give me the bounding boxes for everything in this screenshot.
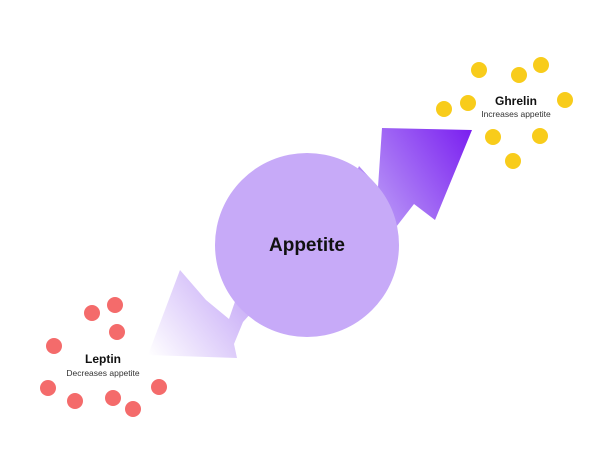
leptin-dot xyxy=(125,401,141,417)
leptin-dots xyxy=(40,297,167,417)
ghrelin-dot xyxy=(471,62,487,78)
ghrelin-dots xyxy=(436,57,573,169)
ghrelin-dot xyxy=(557,92,573,108)
leptin-dot xyxy=(46,338,62,354)
leptin-dot xyxy=(84,305,100,321)
leptin-dot xyxy=(151,379,167,395)
ghrelin-dot xyxy=(505,153,521,169)
leptin-dot xyxy=(107,297,123,313)
leptin-dot xyxy=(105,390,121,406)
leptin-description: Decreases appetite xyxy=(66,368,140,378)
ghrelin-dot xyxy=(511,67,527,83)
leptin-dot xyxy=(109,324,125,340)
ghrelin-dot xyxy=(485,129,501,145)
ghrelin-title: Ghrelin xyxy=(495,94,537,108)
ghrelin-description: Increases appetite xyxy=(481,109,551,119)
appetite-label: Appetite xyxy=(269,235,345,256)
ghrelin-dot xyxy=(533,57,549,73)
ghrelin-dot xyxy=(436,101,452,117)
leptin-title: Leptin xyxy=(85,352,121,366)
ghrelin-dot xyxy=(460,95,476,111)
appetite-circle xyxy=(215,153,399,337)
leptin-dot xyxy=(67,393,83,409)
leptin-dot xyxy=(40,380,56,396)
ghrelin-dot xyxy=(532,128,548,144)
